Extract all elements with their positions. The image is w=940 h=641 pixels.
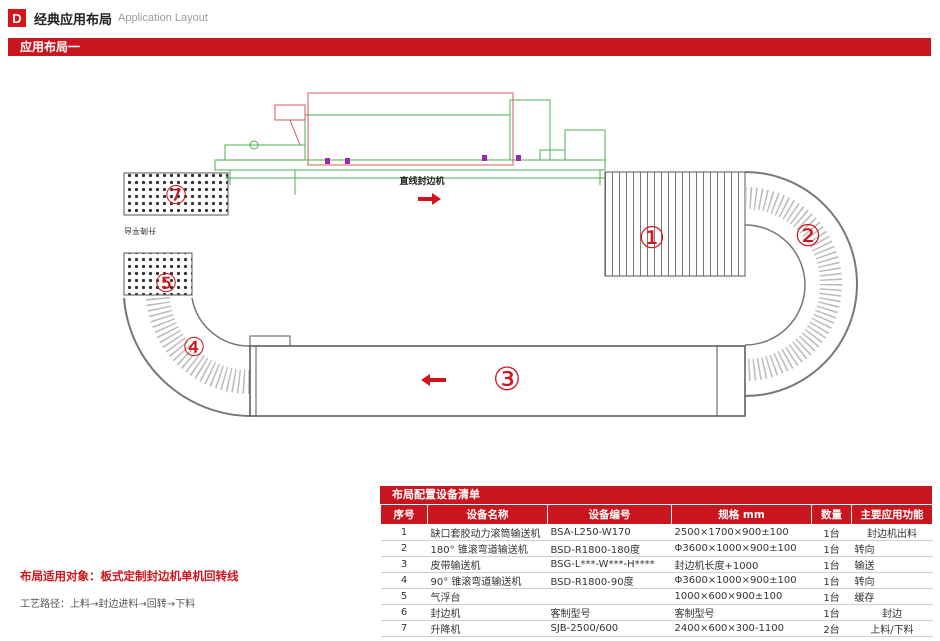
equipment-table: 布局配置设备清单 序号 设备名称 设备编号 规格 mm 数量 主要应用功能 1 … xyxy=(380,486,933,637)
cell-code: SJB-2500/600 xyxy=(547,620,672,637)
return-direction-arrow xyxy=(421,374,446,386)
cell-qty: 1台 xyxy=(811,588,852,605)
cell-no: 1 xyxy=(380,524,428,541)
cell-name: 气浮台 xyxy=(427,588,548,605)
cell-code: BSD-R1800-90度 xyxy=(547,572,672,589)
cell-function: 缓存 xyxy=(851,588,933,605)
layout-diagram: 直线封边机 ⑦ 升降平台 ① ② ⑤ ④ xyxy=(0,60,940,460)
cell-name: 缺口套胶动力滚筒输送机 xyxy=(427,524,548,541)
zone-number-1: ① xyxy=(639,221,666,256)
zone-number-5: ⑤ xyxy=(154,269,177,299)
col-name: 设备名称 xyxy=(427,504,548,525)
page-title: 经典应用布局 xyxy=(34,12,113,28)
lift-label: 升降平台 xyxy=(124,226,156,236)
cell-name: 升降机 xyxy=(427,620,548,637)
air-float-table-5 xyxy=(123,252,193,296)
cell-no: 4 xyxy=(380,572,428,589)
cell-function: 转向 xyxy=(851,540,933,557)
machine-housing xyxy=(274,92,514,166)
cell-qty: 1台 xyxy=(811,556,852,573)
cell-name: 90° 锥滚弯道输送机 xyxy=(427,572,548,589)
layout-applies-to: 布局适用对象：板式定制封边机单机回转线 xyxy=(20,569,239,583)
cell-spec: 2500×1700×900±100 xyxy=(671,524,812,541)
cell-spec: 封边机长度+1000 xyxy=(671,556,812,573)
conveyor-1 xyxy=(604,171,746,277)
cell-code xyxy=(547,588,672,605)
table-row: 1 缺口套胶动力滚筒输送机 BSA-L250-W170 2500×1700×90… xyxy=(380,524,933,541)
cell-code: BSG-L***-W***-H**** xyxy=(547,556,672,573)
cell-spec: Φ3600×1000×900±100 xyxy=(671,572,812,589)
col-no: 序号 xyxy=(380,504,428,525)
zone-number-4: ④ xyxy=(182,333,205,363)
zone-number-7: ⑦ xyxy=(164,181,187,211)
belt-conveyor-3 xyxy=(249,345,746,417)
lift-table-7 xyxy=(123,172,229,216)
cell-no: 7 xyxy=(380,620,428,637)
cell-code: BSD-R1800-180度 xyxy=(547,540,672,557)
col-spec: 规格 mm xyxy=(671,504,812,525)
cell-no: 5 xyxy=(380,588,428,605)
process-route: 工艺路径：上料→封边进料→回转→下料 xyxy=(20,599,196,610)
cell-spec: 1000×600×900±100 xyxy=(671,588,812,605)
section-title: 应用布局一 xyxy=(8,38,931,56)
cell-code: 客制型号 xyxy=(547,604,672,621)
table-header-row: 序号 设备名称 设备编号 规格 mm 数量 主要应用功能 xyxy=(380,504,933,525)
col-function: 主要应用功能 xyxy=(851,504,933,525)
col-code: 设备编号 xyxy=(547,504,672,525)
table-row: 7 升降机 SJB-2500/600 2400×600×300-1100 2台 … xyxy=(380,620,933,637)
page-subtitle: Application Layout xyxy=(118,12,208,24)
cell-spec: Φ3600×1000×900±100 xyxy=(671,540,812,557)
col-qty: 数量 xyxy=(811,504,852,525)
cell-spec: 2400×600×300-1100 xyxy=(671,620,812,637)
cell-no: 6 xyxy=(380,604,428,621)
layout-drawing: 直线封边机 ⑦ 升降平台 ① ② ⑤ ④ xyxy=(123,92,858,417)
cell-name: 皮带输送机 xyxy=(427,556,548,573)
table-title: 布局配置设备清单 xyxy=(380,486,932,504)
edge-banding-machine xyxy=(214,99,606,195)
table-row: 6 封边机 客制型号 客制型号 1台 封边 xyxy=(380,604,933,621)
cell-qty: 1台 xyxy=(811,540,852,557)
zone-number-3: ③ xyxy=(493,360,522,398)
machine-label: 直线封边机 xyxy=(399,175,444,187)
cell-name: 180° 锥滚弯道输送机 xyxy=(427,540,548,557)
page-header: D 经典应用布局 Application Layout xyxy=(8,8,208,28)
table-row: 3 皮带输送机 BSG-L***-W***-H**** 封边机长度+1000 1… xyxy=(380,556,933,573)
cell-name: 封边机 xyxy=(427,604,548,621)
cell-code: BSA-L250-W170 xyxy=(547,524,672,541)
table-row: 5 气浮台 1000×600×900±100 1台 缓存 xyxy=(380,588,933,605)
logo-icon: D xyxy=(8,9,26,27)
cell-qty: 1台 xyxy=(811,572,852,589)
cell-no: 2 xyxy=(380,540,428,557)
machine-direction-arrow xyxy=(418,193,441,205)
cell-function: 上料/下料 xyxy=(851,620,933,637)
cell-function: 封边机出料 xyxy=(851,524,933,541)
cell-qty: 1台 xyxy=(811,604,852,621)
cell-function: 封边 xyxy=(851,604,933,621)
curve-conveyor-4 xyxy=(123,296,251,417)
cell-function: 转向 xyxy=(851,572,933,589)
machine-gear-marks xyxy=(325,155,521,164)
curve-conveyor-2 xyxy=(744,171,858,397)
cell-qty: 2台 xyxy=(811,620,852,637)
cell-spec: 客制型号 xyxy=(671,604,812,621)
cell-function: 输送 xyxy=(851,556,933,573)
cell-no: 3 xyxy=(380,556,428,573)
cell-qty: 1台 xyxy=(811,524,852,541)
table-row: 2 180° 锥滚弯道输送机 BSD-R1800-180度 Φ3600×1000… xyxy=(380,540,933,557)
table-row: 4 90° 锥滚弯道输送机 BSD-R1800-90度 Φ3600×1000×9… xyxy=(380,572,933,589)
zone-number-2: ② xyxy=(795,219,822,254)
